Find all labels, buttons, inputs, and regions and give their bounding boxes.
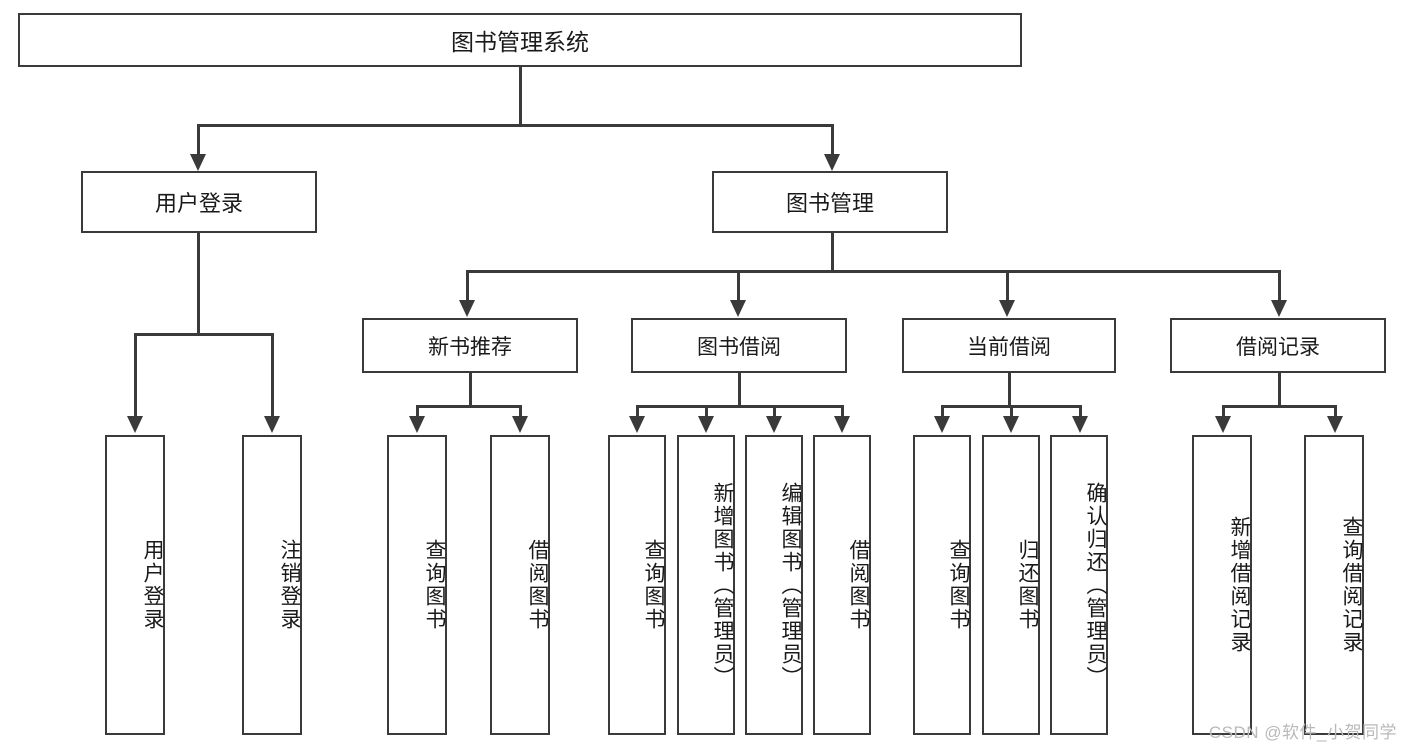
connector-book-mgmt-child-4 [1278, 270, 1281, 302]
connector-book-borrow-child-4 [841, 405, 844, 418]
connector-current-borrow-child-1 [941, 405, 944, 418]
connector-root-to-user-login [197, 124, 200, 156]
connector-book-borrow-child-1 [636, 405, 639, 418]
leaf-current-borrow-confirm-return-admin[interactable]: 确认归还（管理员） [1050, 435, 1108, 735]
connector-book-borrow-bus [636, 405, 843, 408]
node-label: 查询借阅记录 [1340, 516, 1363, 654]
node-label: 注销登录 [278, 539, 301, 631]
node-label: 借阅记录 [1236, 335, 1320, 359]
connector-root-bus [197, 124, 834, 127]
node-label: 用户登录 [141, 539, 164, 631]
arrow-current-borrow-child-2 [1003, 416, 1019, 433]
arrow-book-mgmt-child-1 [459, 300, 475, 317]
leaf-book-borrow-edit-book-admin[interactable]: 编辑图书（管理员） [745, 435, 803, 735]
connector-borrow-record-child-2 [1334, 405, 1337, 418]
connector-new-book-bus [416, 405, 522, 408]
connector-book-mgmt-bus [466, 270, 1278, 273]
node-label: 查询图书 [642, 539, 665, 631]
node-label: 新增图书（管理员） [711, 481, 734, 689]
arrow-current-borrow-child-3 [1072, 416, 1088, 433]
node-label: 图书管理 [785, 191, 874, 216]
connector-book-mgmt-child-2 [737, 270, 740, 302]
connector-borrow-record-stem [1278, 373, 1281, 405]
arrow-borrow-record-child-2 [1327, 416, 1343, 433]
leaf-book-borrow-borrow-book[interactable]: 借阅图书 [813, 435, 871, 735]
connector-root-stem [519, 66, 522, 124]
connector-user-login-child-2 [271, 333, 274, 418]
node-label: 图书借阅 [697, 335, 781, 359]
arrow-book-borrow-child-2 [698, 416, 714, 433]
node-borrow-record[interactable]: 借阅记录 [1170, 318, 1386, 373]
connector-root-to-book-mgmt [831, 124, 834, 156]
node-book-management[interactable]: 图书管理 [712, 171, 948, 233]
connector-user-login-bus [134, 333, 274, 336]
leaf-book-borrow-query-book[interactable]: 查询图书 [608, 435, 666, 735]
node-label: 新增借阅记录 [1228, 516, 1251, 654]
node-label: 查询图书 [947, 539, 970, 631]
node-new-book-recommend[interactable]: 新书推荐 [362, 318, 578, 373]
node-label: 确认归还（管理员） [1084, 481, 1107, 689]
arrow-new-book-child-1 [409, 416, 425, 433]
connector-borrow-record-child-1 [1222, 405, 1225, 418]
connector-current-borrow-child-3 [1079, 405, 1082, 418]
arrow-book-borrow-child-4 [834, 416, 850, 433]
connector-book-borrow-stem [738, 373, 741, 405]
arrow-book-mgmt-child-4 [1271, 300, 1287, 317]
connector-book-mgmt-child-1 [466, 270, 469, 302]
arrow-book-mgmt-child-3 [999, 300, 1015, 317]
arrow-borrow-record-child-1 [1215, 416, 1231, 433]
connector-book-borrow-child-2 [705, 405, 708, 418]
connector-book-mgmt-child-3 [1006, 270, 1009, 302]
arrow-book-borrow-child-1 [629, 416, 645, 433]
arrow-user-login-child-1 [127, 416, 143, 433]
csdn-watermark: CSDN @软件_小贺同学 [1208, 723, 1397, 742]
connector-current-borrow-child-2 [1010, 405, 1013, 418]
node-book-borrow[interactable]: 图书借阅 [631, 318, 847, 373]
node-label: 借阅图书 [847, 539, 870, 631]
connector-book-mgmt-stem [831, 233, 834, 270]
arrow-book-mgmt-child-2 [730, 300, 746, 317]
arrow-root-to-book-mgmt [824, 154, 840, 171]
arrow-book-borrow-child-3 [766, 416, 782, 433]
leaf-user-login-login[interactable]: 用户登录 [105, 435, 165, 735]
leaf-borrow-record-query-record[interactable]: 查询借阅记录 [1304, 435, 1364, 735]
leaf-book-borrow-add-book-admin[interactable]: 新增图书（管理员） [677, 435, 735, 735]
connector-user-login-child-1 [134, 333, 137, 418]
connector-new-book-stem [469, 373, 472, 405]
node-label: 当前借阅 [967, 335, 1051, 359]
node-current-borrow[interactable]: 当前借阅 [902, 318, 1116, 373]
leaf-user-login-logout[interactable]: 注销登录 [242, 435, 302, 735]
connector-new-book-child-1 [416, 405, 419, 418]
arrow-user-login-child-2 [264, 416, 280, 433]
node-label: 借阅图书 [526, 539, 549, 631]
node-root-book-management-system[interactable]: 图书管理系统 [18, 13, 1022, 67]
node-label: 归还图书 [1016, 539, 1039, 631]
leaf-new-book-query-book[interactable]: 查询图书 [387, 435, 447, 735]
node-label: 图书管理系统 [451, 29, 589, 55]
leaf-current-borrow-query-book[interactable]: 查询图书 [913, 435, 971, 735]
connector-new-book-child-2 [519, 405, 522, 418]
node-label: 用户登录 [154, 191, 243, 216]
arrow-current-borrow-child-1 [934, 416, 950, 433]
leaf-borrow-record-add-record[interactable]: 新增借阅记录 [1192, 435, 1252, 735]
node-label: 新书推荐 [428, 335, 512, 359]
connector-user-login-stem [197, 233, 200, 333]
leaf-new-book-borrow-book[interactable]: 借阅图书 [490, 435, 550, 735]
connector-current-borrow-stem [1008, 373, 1011, 405]
node-label: 编辑图书（管理员） [779, 481, 802, 689]
node-label: 查询图书 [423, 539, 446, 631]
arrow-root-to-user-login [190, 154, 206, 171]
leaf-current-borrow-return-book[interactable]: 归还图书 [982, 435, 1040, 735]
arrow-new-book-child-2 [512, 416, 528, 433]
connector-borrow-record-bus [1222, 405, 1337, 408]
connector-book-borrow-child-3 [773, 405, 776, 418]
node-user-login[interactable]: 用户登录 [81, 171, 317, 233]
